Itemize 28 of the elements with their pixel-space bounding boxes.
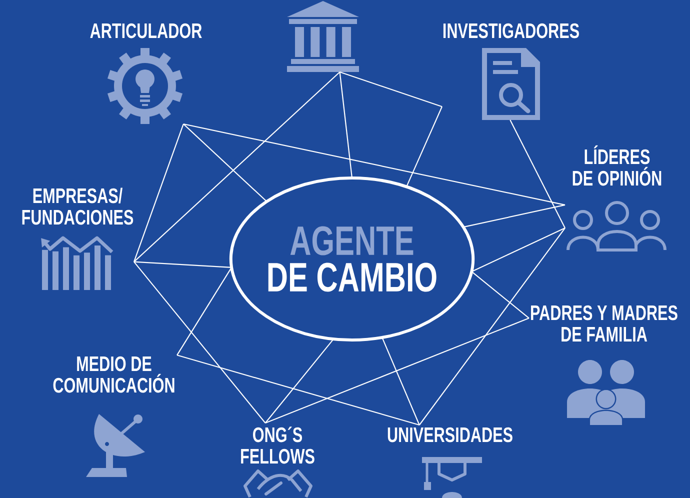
- node-label: LÍDERES DE OPINIÓN: [572, 145, 662, 186]
- connector-line: [133, 124, 184, 262]
- connector-line: [176, 354, 420, 426]
- connector-line: [382, 337, 420, 426]
- connector-line: [183, 124, 268, 202]
- connector-line: [406, 106, 443, 187]
- node-label: PADRES Y MADRES DE FAMILIA: [531, 305, 678, 342]
- connector-line: [471, 228, 566, 272]
- connector-line: [134, 72, 340, 262]
- node-label: INVESTIGADORES: [443, 23, 579, 38]
- building-icon: [287, 1, 359, 72]
- connector-line: [183, 123, 566, 206]
- connector-line: [510, 120, 566, 228]
- connector-line: [134, 261, 266, 424]
- connector-line: [264, 338, 334, 424]
- node-label: ARTICULADOR: [90, 23, 202, 38]
- connector-line: [471, 271, 530, 319]
- node-label: MEDIO DE COMUNICACIÓN: [53, 356, 174, 393]
- connector-line: [176, 267, 232, 356]
- node-label: UNIVERSIDADES: [388, 427, 512, 442]
- connector-line: [265, 318, 530, 424]
- connector-line: [418, 228, 566, 426]
- node-label: EMPRESAS/ FUNDACIONES: [22, 188, 134, 225]
- node-label: ONG´S FELLOWS: [241, 426, 314, 464]
- connector-line: [340, 71, 442, 108]
- connector-line: [339, 72, 353, 178]
- connector-line: [134, 261, 232, 268]
- connector-line: [463, 204, 566, 228]
